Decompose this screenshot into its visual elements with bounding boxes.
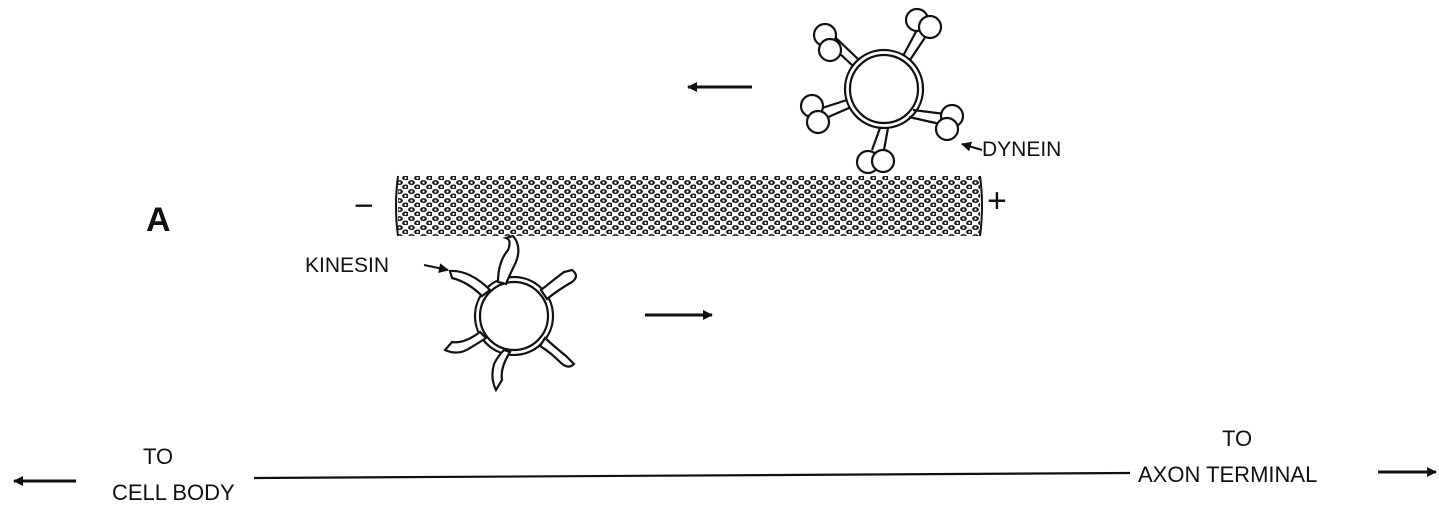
minus-end-label: − [354, 187, 374, 225]
dynein-label: DYNEIN [982, 138, 1061, 161]
kinesin-pointer [424, 265, 448, 270]
to-cell-body-label-line1: TO [143, 444, 173, 469]
dynein-vesicle [801, 9, 963, 173]
dynein-pointer [962, 144, 982, 150]
panel-label: A [146, 201, 171, 239]
to-axon-terminal-label-line1: TO [1222, 426, 1252, 451]
to-cell-body-label-line2: CELL BODY [112, 480, 235, 505]
to-axon-terminal-label-line2: AXON TERMINAL [1138, 462, 1317, 487]
kinesin-vesicle [445, 236, 576, 390]
kinesin-label: KINESIN [305, 254, 389, 277]
plus-end-label: + [987, 182, 1007, 220]
microtubule [396, 176, 982, 236]
axon-axis [254, 473, 1130, 478]
